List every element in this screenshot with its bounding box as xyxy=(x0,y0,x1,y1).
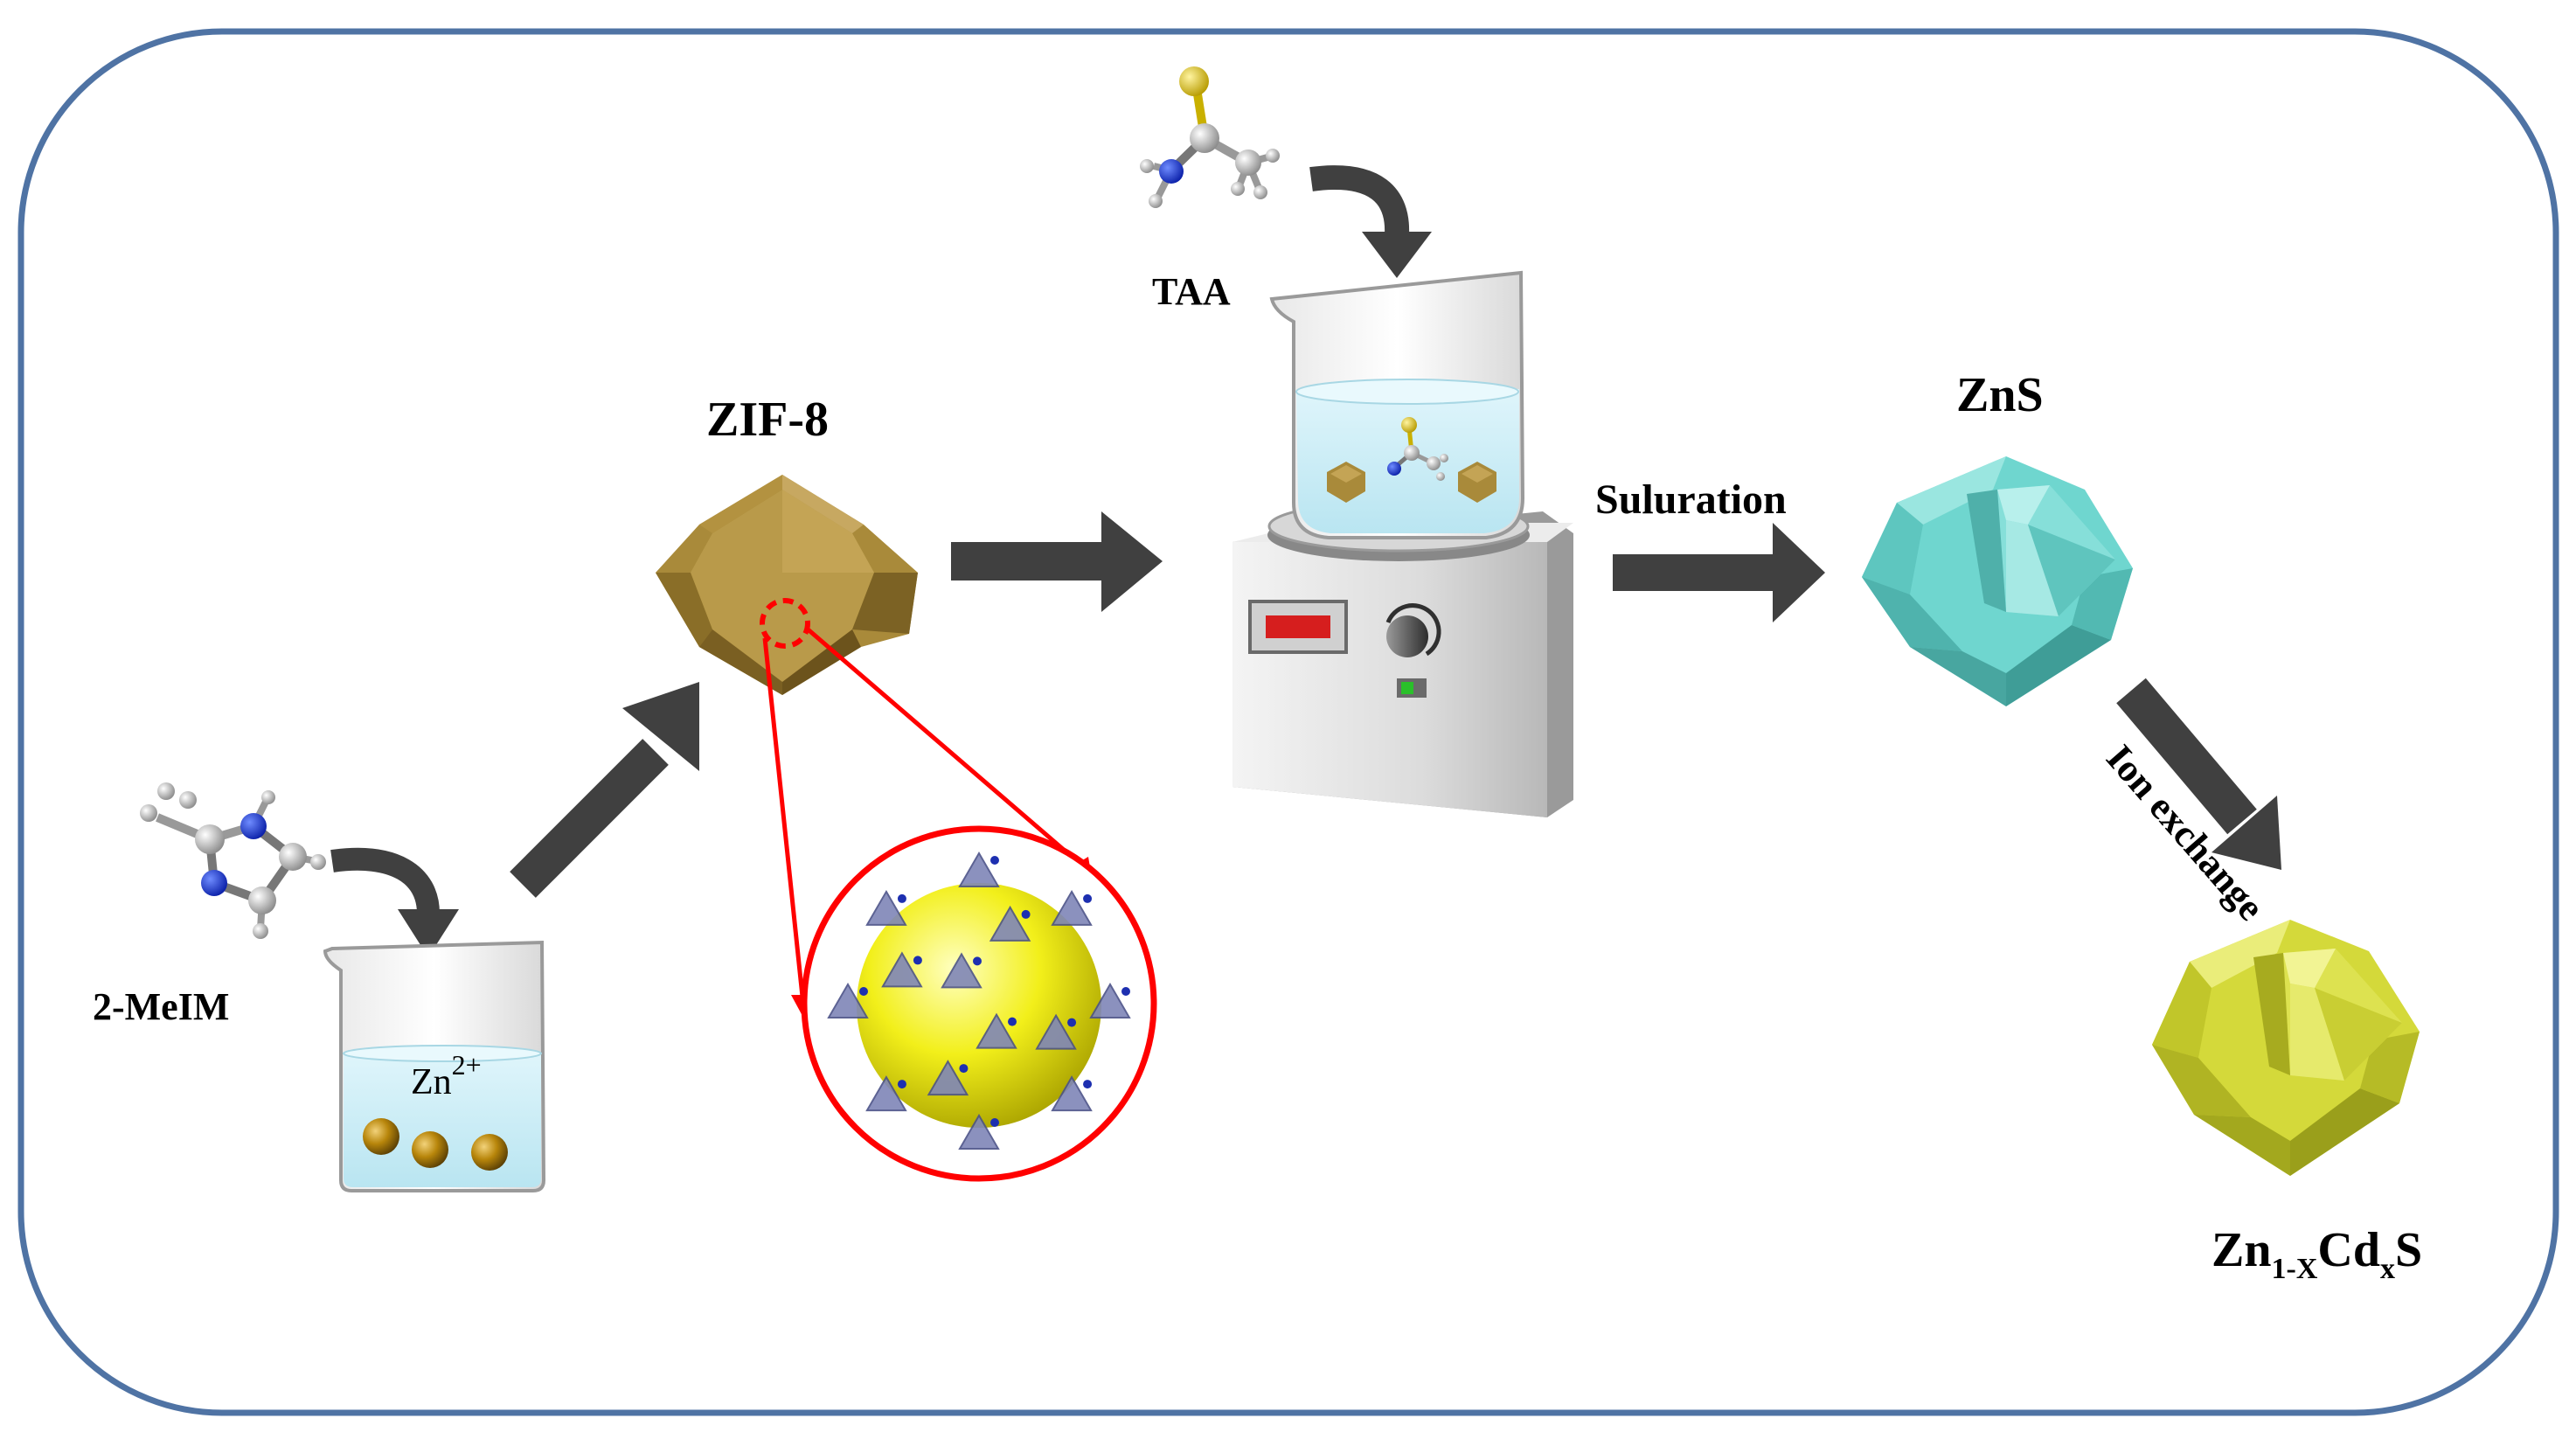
zn-tetrahedron xyxy=(1035,1013,1077,1050)
zn-ion-charge: 2+ xyxy=(451,1049,482,1081)
linker-atom xyxy=(1021,909,1031,919)
product-cd: Cd xyxy=(2317,1223,2380,1277)
zn-ion-label: Zn2+ xyxy=(411,1049,482,1103)
add-taa-arrowhead xyxy=(1362,232,1432,278)
zn-tetrahedron xyxy=(958,1114,1000,1150)
zn-tetrahedron xyxy=(1089,983,1131,1018)
linker-atom xyxy=(913,956,922,965)
product-zn: Zn xyxy=(2211,1223,2272,1277)
linker-atom xyxy=(973,956,982,966)
linker-atom xyxy=(990,1118,999,1127)
product-zn-subscript: 1-X xyxy=(2271,1253,2318,1285)
zn-ion-ball xyxy=(363,1118,399,1155)
linker-atom xyxy=(1008,1017,1017,1026)
product-s: S xyxy=(2394,1223,2423,1277)
taa-beaker xyxy=(1269,270,1525,539)
zncds-crystal xyxy=(2152,920,2420,1176)
magnetic-stirrer xyxy=(1232,500,1573,817)
meim-molecule xyxy=(140,782,326,939)
add-meim-arrow xyxy=(330,847,440,914)
suluration-arrow xyxy=(1613,523,1825,622)
add-meim-arrowhead xyxy=(398,909,459,957)
zns-label: ZnS xyxy=(1956,368,2044,422)
zif8-label: ZIF-8 xyxy=(706,393,829,447)
outer-frame xyxy=(17,28,2559,1416)
zif8-framework xyxy=(827,852,1131,1150)
zn-tetrahedron xyxy=(989,905,1031,942)
zn-tetrahedron xyxy=(1051,889,1093,926)
zn-ion-ball xyxy=(471,1134,508,1171)
linker-atom xyxy=(1067,1018,1077,1027)
taa-label: TAA xyxy=(1152,270,1231,313)
zn-tetrahedron xyxy=(881,951,923,988)
zn-tetrahedron xyxy=(927,1060,969,1096)
zif8-crystal xyxy=(656,475,918,695)
add-taa-arrow xyxy=(1309,165,1410,235)
product-label: Zn1-XCdxS xyxy=(2211,1222,2423,1285)
linker-atom xyxy=(1083,1080,1093,1089)
zn-tetrahedron xyxy=(827,983,869,1018)
growth-arrow xyxy=(510,682,699,898)
zn-ion-ball xyxy=(412,1131,448,1168)
transfer-arrow xyxy=(951,511,1163,612)
meim-label: 2-MeIM xyxy=(93,985,230,1028)
zn-tetrahedron xyxy=(1051,1075,1093,1112)
zn-tetrahedron xyxy=(976,1012,1017,1049)
zn-beaker xyxy=(323,940,546,1192)
zn-tetrahedron xyxy=(865,889,907,926)
stirrer-knob xyxy=(1386,615,1428,657)
product-cd-subscript: x xyxy=(2379,1253,2395,1285)
suluration-label: Suluration xyxy=(1595,476,1787,523)
linker-atom xyxy=(959,1064,969,1074)
linker-atom xyxy=(1121,987,1130,996)
zns-crystal xyxy=(1862,456,2133,706)
taa-molecule xyxy=(1140,66,1280,208)
linker-atom xyxy=(859,987,868,996)
linker-atom xyxy=(897,893,906,903)
linker-atom xyxy=(897,1080,906,1089)
linker-atom xyxy=(1083,893,1093,903)
zn-ion-symbol: Zn xyxy=(411,1062,452,1102)
linker-atom xyxy=(990,856,999,865)
magnify-region xyxy=(760,598,810,649)
zn-tetrahedron xyxy=(941,952,982,989)
zn-tetrahedron xyxy=(865,1075,907,1112)
zn-tetrahedron xyxy=(958,852,1000,887)
ion-exchange-arrow xyxy=(2116,678,2281,870)
